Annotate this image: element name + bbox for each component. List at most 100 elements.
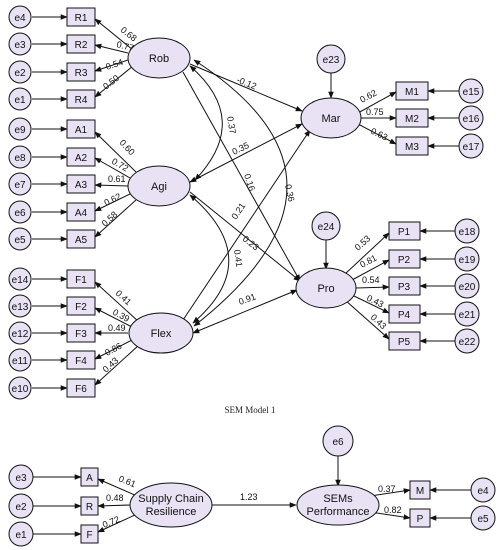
model2-arrows bbox=[33, 456, 471, 537]
loading-F3: 0.49 bbox=[108, 323, 126, 333]
figure-caption: SEM Model 1 bbox=[224, 405, 275, 415]
sem-model-2: e3 e2 e1 e4 e5 A R F M P Supply Chain Re… bbox=[8, 425, 496, 547]
error-e15: e15 bbox=[463, 87, 480, 98]
error-e14: e14 bbox=[12, 275, 29, 286]
path-rob-agi bbox=[189, 65, 223, 181]
error-e17: e17 bbox=[463, 142, 480, 153]
indicator-nodes-right: M1 M2 M3 P1 P2 P3 P4 P5 bbox=[388, 81, 429, 351]
error-nodes-left: e4 e3 e2 e1 e9 e8 e7 e6 e5 e14 e13 e12 e… bbox=[8, 5, 32, 400]
path-rob-pro bbox=[182, 71, 301, 282]
path-rob-mar-label: -0.12 bbox=[235, 75, 258, 92]
indicator-P5: P5 bbox=[398, 337, 411, 348]
error-e20: e20 bbox=[459, 282, 476, 293]
indicator-F6: F6 bbox=[75, 384, 87, 395]
error-e4: e4 bbox=[14, 13, 26, 24]
loading-A5: 0.58 bbox=[100, 209, 120, 228]
model2-loading-F: 0.72 bbox=[101, 514, 121, 530]
error-e8: e8 bbox=[14, 153, 26, 164]
path-rob-flex bbox=[193, 59, 288, 327]
latent-sems-performance-line2: Performance bbox=[307, 506, 370, 518]
latent-supply-chain-resilience-line2: Resilience bbox=[146, 506, 197, 518]
indicator-P1: P1 bbox=[398, 227, 411, 238]
loading-M1: 0.62 bbox=[358, 88, 378, 105]
model2-error-e2: e2 bbox=[15, 502, 27, 513]
path-rob-flex-label: 0.36 bbox=[283, 183, 296, 202]
path-rob-pro-label: 0.16 bbox=[242, 173, 257, 193]
path-rob-agi-label: 0.37 bbox=[225, 116, 238, 135]
model2-indicator-M: M bbox=[416, 486, 424, 497]
path-agi-flex-label: 0.41 bbox=[232, 249, 244, 268]
loading-M3: 0.63 bbox=[369, 126, 389, 143]
path-flex-mar-label: 0.21 bbox=[229, 201, 247, 221]
structural-paths bbox=[182, 59, 311, 334]
indicator-A4: A4 bbox=[75, 208, 88, 219]
latent-flex: Flex bbox=[151, 328, 172, 340]
error-e11: e11 bbox=[12, 356, 28, 367]
indicator-F2: F2 bbox=[75, 302, 87, 313]
error-arrows-right bbox=[419, 88, 459, 344]
error-e21: e21 bbox=[459, 310, 476, 321]
error-e2: e2 bbox=[14, 68, 26, 79]
loading-P3: 0.54 bbox=[362, 275, 380, 285]
indicator-A3: A3 bbox=[75, 180, 88, 191]
indicator-R2: R2 bbox=[75, 40, 88, 51]
error-e12: e12 bbox=[12, 329, 29, 340]
model2-loading-M: 0.37 bbox=[378, 484, 396, 494]
indicator-A5: A5 bbox=[75, 235, 88, 246]
indicator-P2: P2 bbox=[398, 255, 411, 266]
path-agi-mar bbox=[189, 123, 303, 183]
latent-pro: Pro bbox=[317, 283, 334, 295]
error-e16: e16 bbox=[463, 114, 480, 125]
model2-loading-P: 0.82 bbox=[384, 505, 402, 515]
path-agi-pro bbox=[189, 191, 301, 282]
loading-R4: 0.50 bbox=[101, 73, 121, 92]
indicator-R4: R4 bbox=[75, 95, 88, 106]
error-e7: e7 bbox=[14, 180, 26, 191]
path-agi-pro-label: 0.23 bbox=[241, 234, 261, 253]
error-e9: e9 bbox=[14, 125, 26, 136]
latent-agi: Agi bbox=[151, 181, 167, 193]
path-agi-flex bbox=[189, 194, 230, 324]
error-arrows-left bbox=[32, 14, 68, 391]
loading-P4: 0.43 bbox=[365, 293, 385, 310]
model2-indicator-F: F bbox=[86, 530, 92, 541]
error-e3: e3 bbox=[14, 40, 26, 51]
indicator-P4: P4 bbox=[398, 310, 411, 321]
loading-M2: 0.75 bbox=[366, 107, 384, 117]
loading-P5: 0.43 bbox=[369, 312, 389, 331]
loading-A4: 0.62 bbox=[102, 191, 122, 208]
error-e18: e18 bbox=[459, 227, 476, 238]
loading-A3: 0.61 bbox=[108, 174, 126, 184]
model2-loading-R: 0.48 bbox=[106, 493, 124, 503]
model2-error-e3: e3 bbox=[15, 473, 27, 484]
error-e5: e5 bbox=[14, 235, 26, 246]
sem-model-1: e4 e3 e2 e1 e9 e8 e7 e6 e5 e14 e13 e12 e… bbox=[8, 5, 484, 415]
path-flex-pro bbox=[192, 289, 298, 334]
indicator-M1: M1 bbox=[405, 87, 419, 98]
indicator-R1: R1 bbox=[75, 13, 88, 24]
indicator-nodes-left: R1 R2 R3 R4 A1 A2 A3 A4 A5 F1 F2 F3 F4 bbox=[66, 7, 96, 398]
model2-error-e5: e5 bbox=[477, 514, 489, 525]
model2-path-label: 1.23 bbox=[240, 492, 258, 502]
loading-A1: 0.60 bbox=[118, 138, 137, 158]
indicator-F1: F1 bbox=[75, 275, 87, 286]
error-e13: e13 bbox=[12, 302, 29, 313]
indicator-R3: R3 bbox=[75, 68, 88, 79]
loading-A2: 0.72 bbox=[110, 156, 130, 173]
error-e6: e6 bbox=[14, 208, 26, 219]
model2-indicator-A: A bbox=[86, 473, 93, 484]
disturbance-e23: e23 bbox=[323, 55, 340, 66]
path-labels: -0.12 0.37 0.35 0.16 0.36 0.21 0.23 0.41… bbox=[225, 75, 296, 307]
latent-mar: Mar bbox=[322, 113, 341, 125]
loading-F6: 0.43 bbox=[101, 355, 121, 374]
indicator-F4: F4 bbox=[75, 356, 87, 367]
loading-R3: 0.54 bbox=[105, 57, 125, 72]
model2-loading-A: 0.61 bbox=[117, 474, 137, 490]
loading-R2: 0.77 bbox=[116, 39, 135, 53]
latent-rob: Rob bbox=[149, 53, 169, 65]
model2-disturbance-e6: e6 bbox=[332, 437, 344, 448]
latent-nodes: Rob Agi Flex Mar Pro e23 e24 bbox=[127, 37, 362, 354]
indicator-M2: M2 bbox=[405, 114, 419, 125]
error-e1: e1 bbox=[14, 95, 26, 106]
error-e10: e10 bbox=[12, 384, 29, 395]
